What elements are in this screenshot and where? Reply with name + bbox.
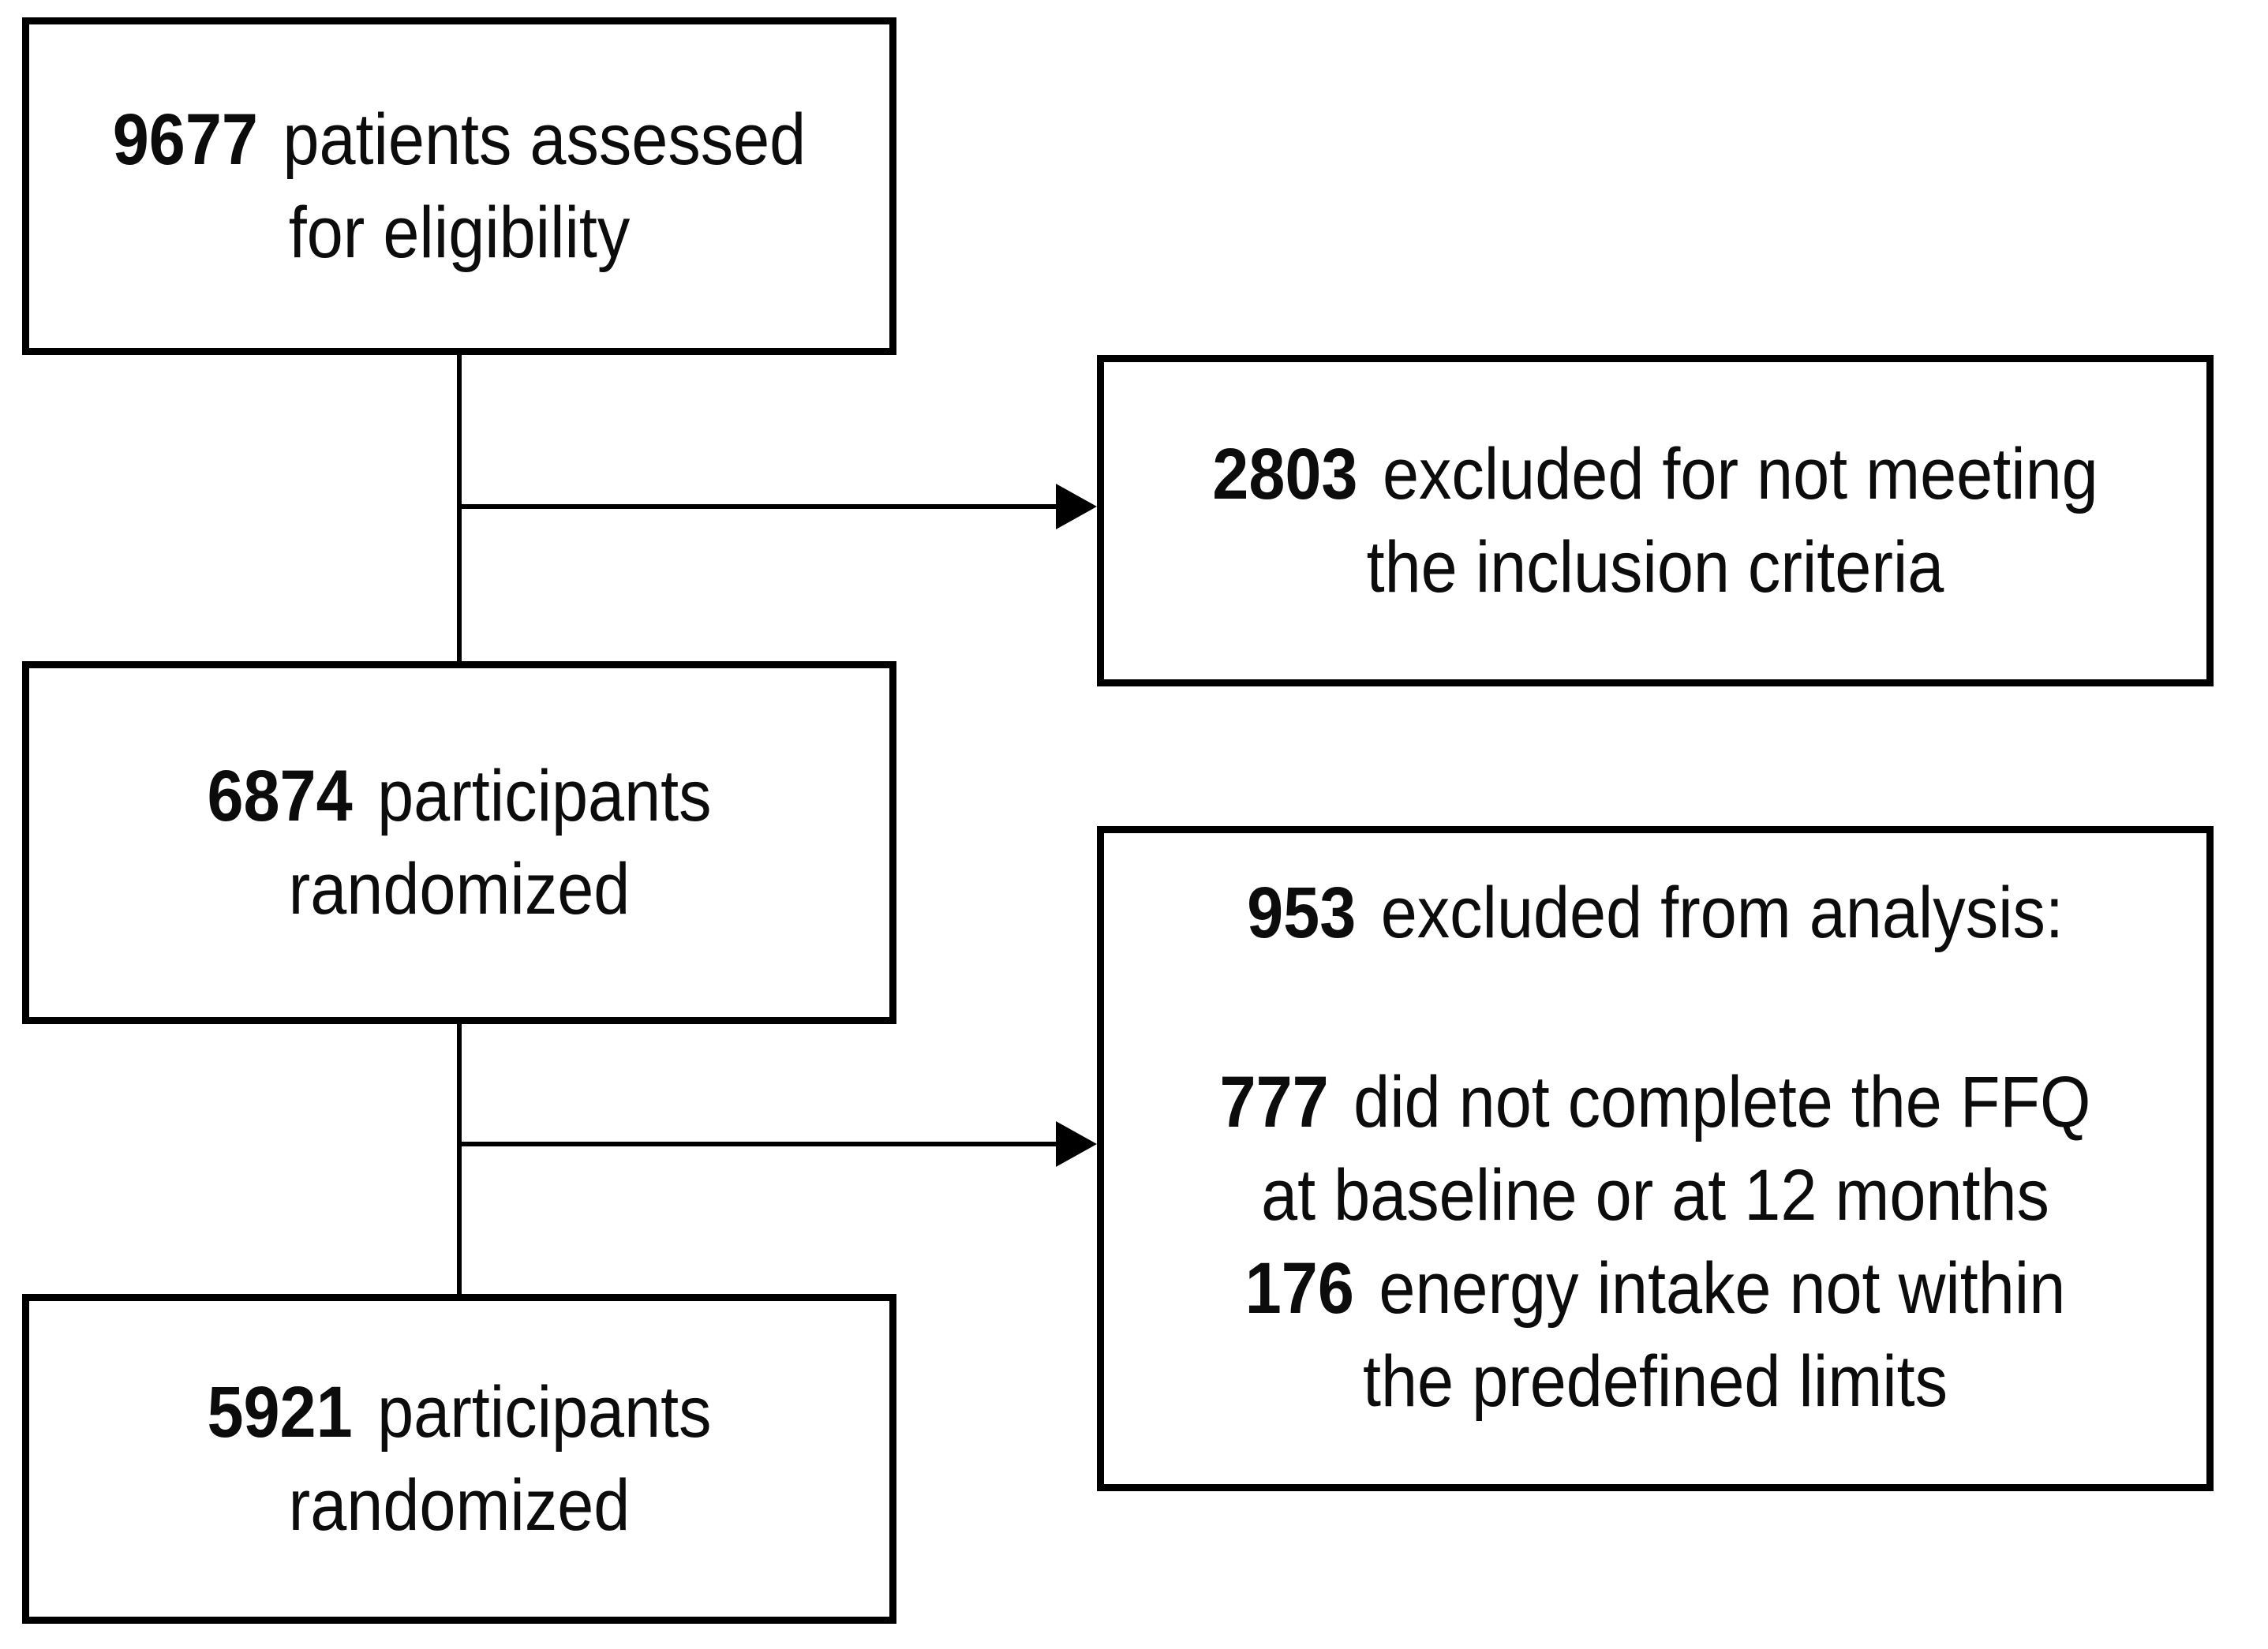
count-excluded-analysis: 953 xyxy=(1247,873,1357,953)
box-excluded-inclusion: 2803 excluded for not meeting the inclusi… xyxy=(1097,355,2214,686)
label-assessed: patients assessed xyxy=(283,99,807,180)
text-line: 2803 excluded for not meeting xyxy=(1159,428,2151,521)
box-excluded-inclusion-text: 2803 excluded for not meeting the inclusi… xyxy=(1159,428,2151,614)
label-excluded-inclusion: excluded for not meeting xyxy=(1382,434,2098,514)
label-energy-intake-2: the predefined limits xyxy=(1362,1341,1948,1422)
label-excluded-inclusion-2: the inclusion criteria xyxy=(1366,527,1944,608)
count-no-ffq: 777 xyxy=(1219,1062,1329,1142)
count-randomized-5921: 5921 xyxy=(207,1372,353,1453)
label-no-ffq: did not complete the FFQ xyxy=(1353,1062,2091,1142)
label-assessed-2: for eligibility xyxy=(288,193,631,273)
box-randomized-5921-text: 5921 participants randomized xyxy=(73,1366,847,1552)
box-excluded-analysis: 953 excluded from analysis: 777 did not co… xyxy=(1097,826,2214,1491)
text-line-heading: 953 excluded from analysis: xyxy=(1159,866,2151,959)
text-line: 777 did not complete the FFQ xyxy=(1159,1056,2151,1149)
text-line: the predefined limits xyxy=(1159,1335,2151,1428)
count-excluded-inclusion: 2803 xyxy=(1212,434,1358,514)
text-line: the inclusion criteria xyxy=(1159,521,2151,614)
box-randomized-6874-text: 6874 participants randomized xyxy=(73,750,847,936)
label-randomized-6874: participants xyxy=(377,756,712,836)
connector-randomized-to-final xyxy=(457,1023,462,1294)
label-randomized-5921-2: randomized xyxy=(288,1465,631,1546)
box-excluded-analysis-text: 953 excluded from analysis: 777 did not co… xyxy=(1159,833,2151,1428)
box-randomized-6874: 6874 participants randomized xyxy=(22,661,896,1024)
label-excluded-analysis: excluded from analysis: xyxy=(1380,873,2064,953)
text-line: randomized xyxy=(73,1459,847,1552)
blank-gap xyxy=(1159,959,2151,1056)
label-randomized-5921: participants xyxy=(377,1372,712,1453)
count-randomized-6874: 6874 xyxy=(207,756,353,836)
text-line: 9677 patients assessed xyxy=(73,93,847,186)
count-assessed: 9677 xyxy=(112,99,258,180)
text-line: for eligibility xyxy=(73,186,847,279)
label-randomized-6874-2: randomized xyxy=(288,849,631,929)
text-line: randomized xyxy=(73,843,847,936)
text-line: 6874 participants xyxy=(73,750,847,843)
box-assessed-text: 9677 patients assessed for eligibility xyxy=(73,93,847,279)
box-assessed-eligibility: 9677 patients assessed for eligibility xyxy=(22,17,896,355)
box-randomized-5921: 5921 participants randomized xyxy=(22,1294,896,1624)
arrowhead-to-excluded-inclusion xyxy=(1056,484,1097,529)
count-energy-intake: 176 xyxy=(1244,1248,1354,1329)
text-line: 5921 participants xyxy=(73,1366,847,1459)
text-line: 176 energy intake not within xyxy=(1159,1242,2151,1335)
text-line: at baseline or at 12 months xyxy=(1159,1149,2151,1242)
arrow-line-to-excluded-inclusion xyxy=(457,504,1059,509)
label-no-ffq-2: at baseline or at 12 months xyxy=(1261,1155,2049,1236)
arrow-line-to-excluded-analysis xyxy=(457,1142,1059,1146)
label-energy-intake: energy intake not within xyxy=(1379,1248,2066,1329)
arrowhead-to-excluded-analysis xyxy=(1056,1121,1097,1167)
